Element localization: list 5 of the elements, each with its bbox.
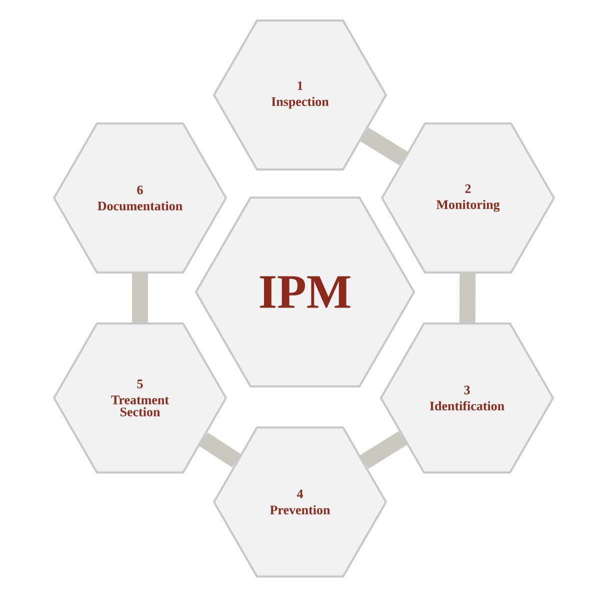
connector-bar (132, 274, 148, 323)
connector-bar (360, 128, 408, 166)
connector-bar (199, 432, 241, 468)
connector-bar (459, 273, 476, 323)
connector-bar (360, 431, 408, 469)
